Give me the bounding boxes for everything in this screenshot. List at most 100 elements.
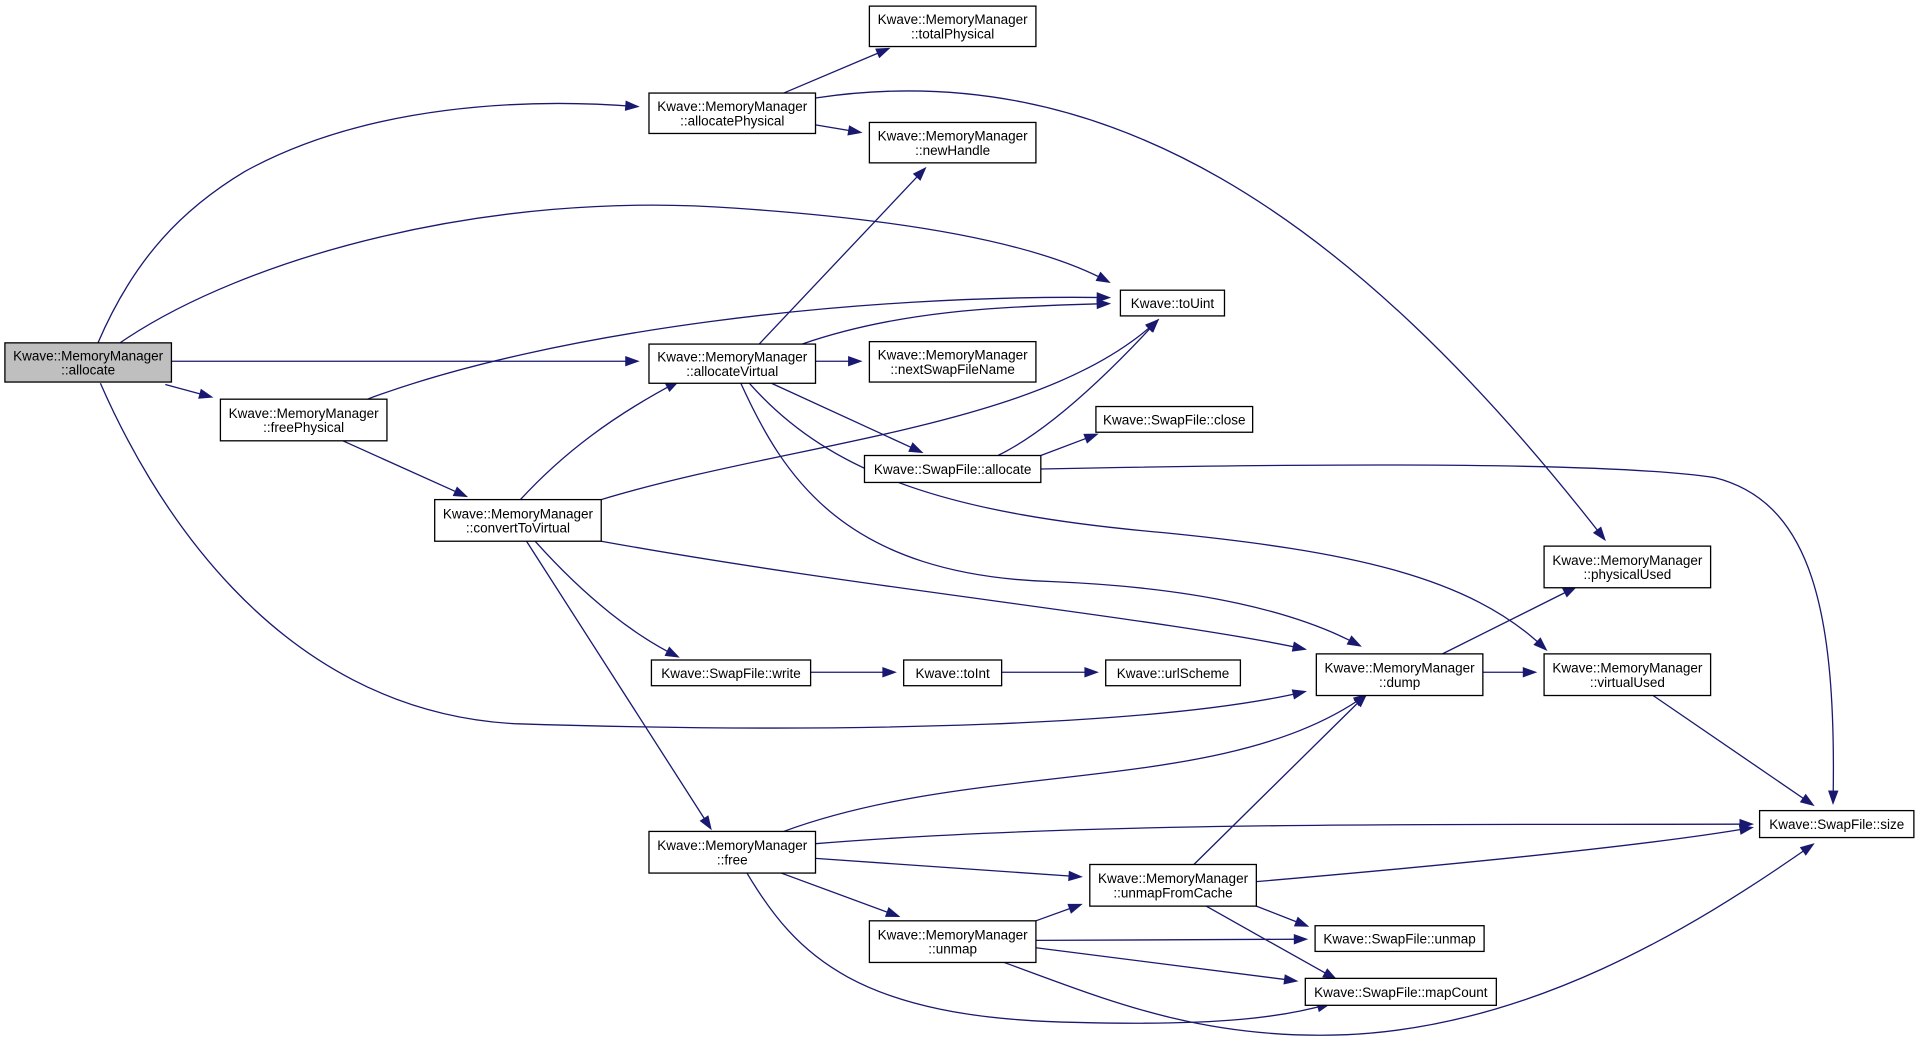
- node-label: ::totalPhysical: [911, 26, 994, 41]
- arrowhead-icon: [1828, 790, 1839, 806]
- node-convertToVirtual[interactable]: Kwave::MemoryManager::convertToVirtual: [434, 498, 602, 542]
- edge-line: [1193, 695, 1366, 865]
- arrowhead-icon: [1322, 968, 1338, 980]
- node-label: Kwave::MemoryManager: [657, 350, 808, 365]
- node-swapSize[interactable]: Kwave::SwapFile::size: [1758, 809, 1915, 839]
- edge-line: [99, 383, 1305, 729]
- node-box: [1758, 809, 1915, 839]
- node-box: [868, 340, 1037, 383]
- edge-line: [748, 382, 1546, 650]
- node-label: Kwave::MemoryManager: [657, 838, 808, 853]
- node-dump[interactable]: Kwave::MemoryManager::dump: [1315, 653, 1484, 697]
- arrowhead-icon: [1562, 586, 1578, 598]
- node-box: [648, 92, 817, 135]
- arrowhead-icon: [1738, 824, 1754, 835]
- edge-allocateVirtual-to-toUint: [801, 298, 1112, 345]
- node-newHandle[interactable]: Kwave::MemoryManager::newHandle: [868, 121, 1037, 164]
- node-box: [863, 454, 1042, 484]
- edge-allocate-to-dump: [99, 383, 1307, 729]
- edge-allocateVirtual-to-newHandle: [758, 166, 927, 345]
- node-label: ::free: [717, 852, 748, 867]
- arrowhead-icon: [1291, 689, 1307, 700]
- call-graph-nodes: Kwave::MemoryManager::allocateKwave::Mem…: [4, 5, 1915, 1006]
- node-label: ::unmapFromCache: [1113, 885, 1232, 900]
- node-box: [1304, 977, 1497, 1006]
- edge-allocateVirtual-to-nextSwapFileName: [815, 356, 863, 367]
- node-allocateVirtual[interactable]: Kwave::MemoryManager::allocateVirtual: [648, 343, 817, 384]
- node-label: ::freePhysical: [263, 420, 344, 435]
- edge-allocate-to-toUint: [119, 204, 1111, 344]
- node-label: Kwave::MemoryManager: [878, 12, 1029, 27]
- node-label: Kwave::toInt: [916, 666, 991, 681]
- node-box: [650, 659, 812, 687]
- node-physicalUsed[interactable]: Kwave::MemoryManager::physicalUsed: [1543, 545, 1712, 589]
- edge-line: [801, 303, 1109, 345]
- edge-dump-to-virtualUsed: [1482, 667, 1538, 678]
- node-box: [868, 121, 1037, 164]
- node-box: [1314, 925, 1485, 953]
- edge-allocate-to-freePhysical: [165, 383, 214, 399]
- node-label: Kwave::MemoryManager: [229, 406, 380, 421]
- node-unmapFromCache[interactable]: Kwave::MemoryManager::unmapFromCache: [1089, 863, 1257, 907]
- edge-allocatePhysical-to-physicalUsed: [815, 90, 1606, 542]
- node-box: [868, 5, 1037, 48]
- edge-line: [367, 296, 1109, 400]
- edge-line: [519, 381, 678, 501]
- node-nextSwapFileName[interactable]: Kwave::MemoryManager::nextSwapFileName: [868, 340, 1037, 383]
- arrowhead-icon: [1283, 974, 1299, 985]
- arrowhead-icon: [1533, 637, 1548, 652]
- edge-line: [1035, 947, 1296, 982]
- edge-unmapFromCache-to-swapSize: [1256, 824, 1754, 883]
- arrowhead-icon: [1067, 903, 1083, 914]
- edge-convertToVirtual-to-dump: [601, 540, 1307, 652]
- node-allocate[interactable]: Kwave::MemoryManager::allocate: [4, 342, 173, 383]
- node-label: ::virtualUsed: [1590, 675, 1665, 690]
- edge-line: [771, 382, 922, 453]
- edge-dump-to-physicalUsed: [1442, 586, 1578, 655]
- arrowhead-icon: [1083, 433, 1099, 444]
- node-allocatePhysical[interactable]: Kwave::MemoryManager::allocatePhysical: [648, 92, 817, 135]
- edge-line: [534, 540, 678, 657]
- arrowhead-icon: [1145, 318, 1160, 333]
- node-label: Kwave::MemoryManager: [878, 928, 1029, 943]
- node-toUint[interactable]: Kwave::toUint: [1119, 289, 1226, 317]
- edge-line: [746, 872, 1329, 1024]
- edge-line: [1035, 938, 1306, 942]
- node-virtualUsed[interactable]: Kwave::MemoryManager::virtualUsed: [1543, 653, 1712, 697]
- edge-line: [1205, 905, 1336, 979]
- edge-toInt-to-urlScheme: [1001, 667, 1099, 678]
- node-swapUnmap[interactable]: Kwave::SwapFile::unmap: [1314, 925, 1485, 953]
- edge-allocatePhysical-to-totalPhysical: [783, 47, 891, 94]
- arrowhead-icon: [452, 486, 469, 498]
- node-unmap[interactable]: Kwave::MemoryManager::unmap: [868, 920, 1037, 964]
- arrowhead-icon: [198, 388, 214, 399]
- node-swapAllocate[interactable]: Kwave::SwapFile::allocate: [863, 454, 1042, 484]
- edge-allocateVirtual-to-swapAllocate: [771, 382, 924, 454]
- node-box: [1119, 289, 1226, 317]
- node-totalPhysical[interactable]: Kwave::MemoryManager::totalPhysical: [868, 5, 1037, 48]
- edge-allocate-to-allocatePhysical: [97, 100, 640, 344]
- arrowhead-icon: [1096, 298, 1112, 310]
- arrowhead-icon: [882, 667, 897, 678]
- edge-allocatePhysical-to-newHandle: [815, 124, 863, 136]
- node-label: Kwave::MemoryManager: [1098, 871, 1249, 886]
- node-urlScheme[interactable]: Kwave::urlScheme: [1105, 659, 1242, 687]
- node-mapCount[interactable]: Kwave::SwapFile::mapCount: [1304, 977, 1497, 1006]
- edge-line: [815, 823, 1752, 845]
- edge-free-to-dump: [783, 693, 1368, 833]
- node-free[interactable]: Kwave::MemoryManager::free: [648, 830, 817, 874]
- node-label: Kwave::MemoryManager: [1552, 553, 1703, 568]
- node-label: Kwave::SwapFile::size: [1769, 817, 1904, 832]
- node-box: [1105, 659, 1242, 687]
- edge-allocate-to-allocateVirtual: [171, 356, 640, 367]
- edge-line: [97, 102, 637, 344]
- edge-unmap-to-swapUnmap: [1035, 934, 1309, 945]
- edge-line: [815, 90, 1605, 540]
- node-freePhysical[interactable]: Kwave::MemoryManager::freePhysical: [219, 398, 388, 442]
- node-swapClose[interactable]: Kwave::SwapFile::close: [1095, 405, 1254, 433]
- edge-line: [1040, 464, 1835, 803]
- edge-line: [1256, 827, 1752, 883]
- node-swapWrite[interactable]: Kwave::SwapFile::write: [650, 659, 812, 687]
- node-toInt[interactable]: Kwave::toInt: [903, 659, 1003, 687]
